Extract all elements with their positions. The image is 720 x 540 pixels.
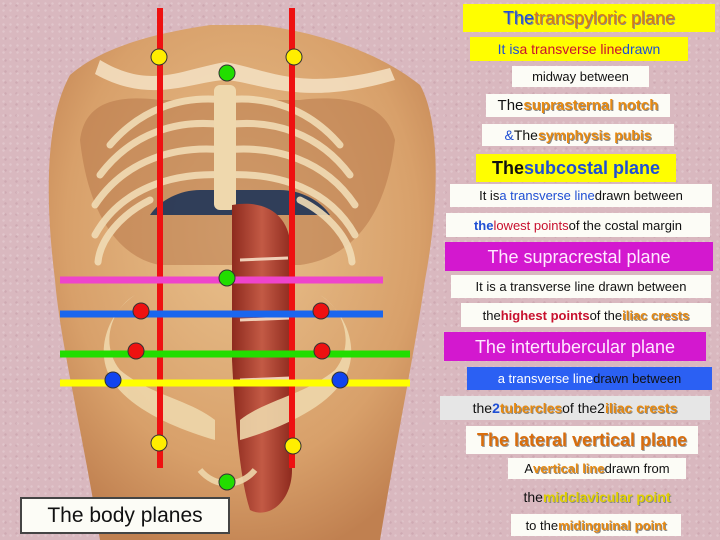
tubercle-left-dot xyxy=(331,371,349,389)
supracrestal-heading: The supracrestal plane xyxy=(445,242,713,271)
midclavicular-point-left-dot xyxy=(285,48,303,66)
lateral-vertical-definition: A vertical line drawn from xyxy=(508,458,686,479)
supracrestal-definition: It is a transverse line drawn between xyxy=(451,275,711,298)
vertical-plane-lines xyxy=(157,8,295,468)
iliac-crest-left-dot xyxy=(313,342,331,360)
supracrestal-highest-points: the highest points of the iliac crests xyxy=(461,303,711,327)
suprasternal-notch-text: The suprasternal notch xyxy=(486,94,670,117)
sternum xyxy=(214,85,236,210)
midclavicular-point-right-dot xyxy=(150,48,168,66)
rectus-abdominis-muscle xyxy=(232,203,292,513)
intertubercular-definition: a transverse line drawn between xyxy=(467,367,712,390)
transpyloric-heading: The transpyloric plane xyxy=(463,4,715,32)
midway-between-text: midway between xyxy=(512,66,649,87)
subcostal-lowest-points: the lowest points of the costal margin xyxy=(446,213,710,237)
midinguinal-point-right-dot xyxy=(150,434,168,452)
transpyloric-midpoint-dot xyxy=(218,269,236,287)
subcostal-definition: It is a transverse line drawn between xyxy=(450,184,712,207)
landmark-dots xyxy=(104,48,349,491)
title-box: The body planes xyxy=(20,497,230,534)
suprasternal-notch-dot xyxy=(218,64,236,82)
symphysis-pubis-dot xyxy=(218,473,236,491)
midinguinal-point-left-dot xyxy=(284,437,302,455)
subcostal-heading: The subcostal plane xyxy=(476,154,676,182)
symphysis-pubis-text: & The symphysis pubis xyxy=(482,124,674,146)
transpyloric-definition: It is a transverse line drawn xyxy=(470,37,688,61)
intertubercular-heading: The intertubercular plane xyxy=(444,332,706,361)
costal-margin-left-dot xyxy=(312,302,330,320)
tubercle-right-dot xyxy=(104,371,122,389)
midinguinal-point-text: to the midinguinal point xyxy=(511,514,681,536)
title-text: The body planes xyxy=(47,504,203,527)
rib-cage xyxy=(91,95,359,266)
intertubercular-tubercles: the 2 tubercles of the2 iliac crests xyxy=(440,396,710,420)
lateral-vertical-heading: The lateral vertical plane xyxy=(466,426,698,454)
iliac-crest-right-dot xyxy=(127,342,145,360)
costal-margin-right-dot xyxy=(132,302,150,320)
midclavicular-point-text: the midclavicular point xyxy=(523,488,671,505)
